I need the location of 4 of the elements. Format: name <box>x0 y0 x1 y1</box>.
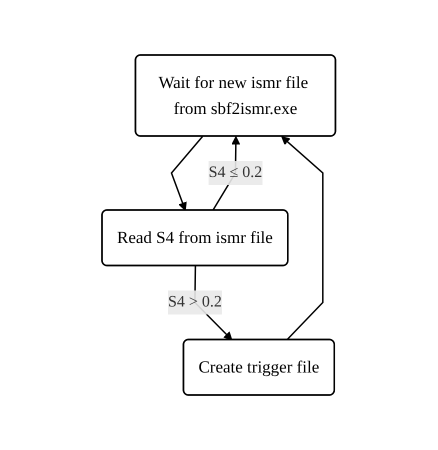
arrow <box>170 136 204 211</box>
edge-label: S4 ≤ 0.2 <box>208 164 263 181</box>
edge-label: S4 > 0.2 <box>168 294 222 310</box>
arrow <box>281 136 324 341</box>
